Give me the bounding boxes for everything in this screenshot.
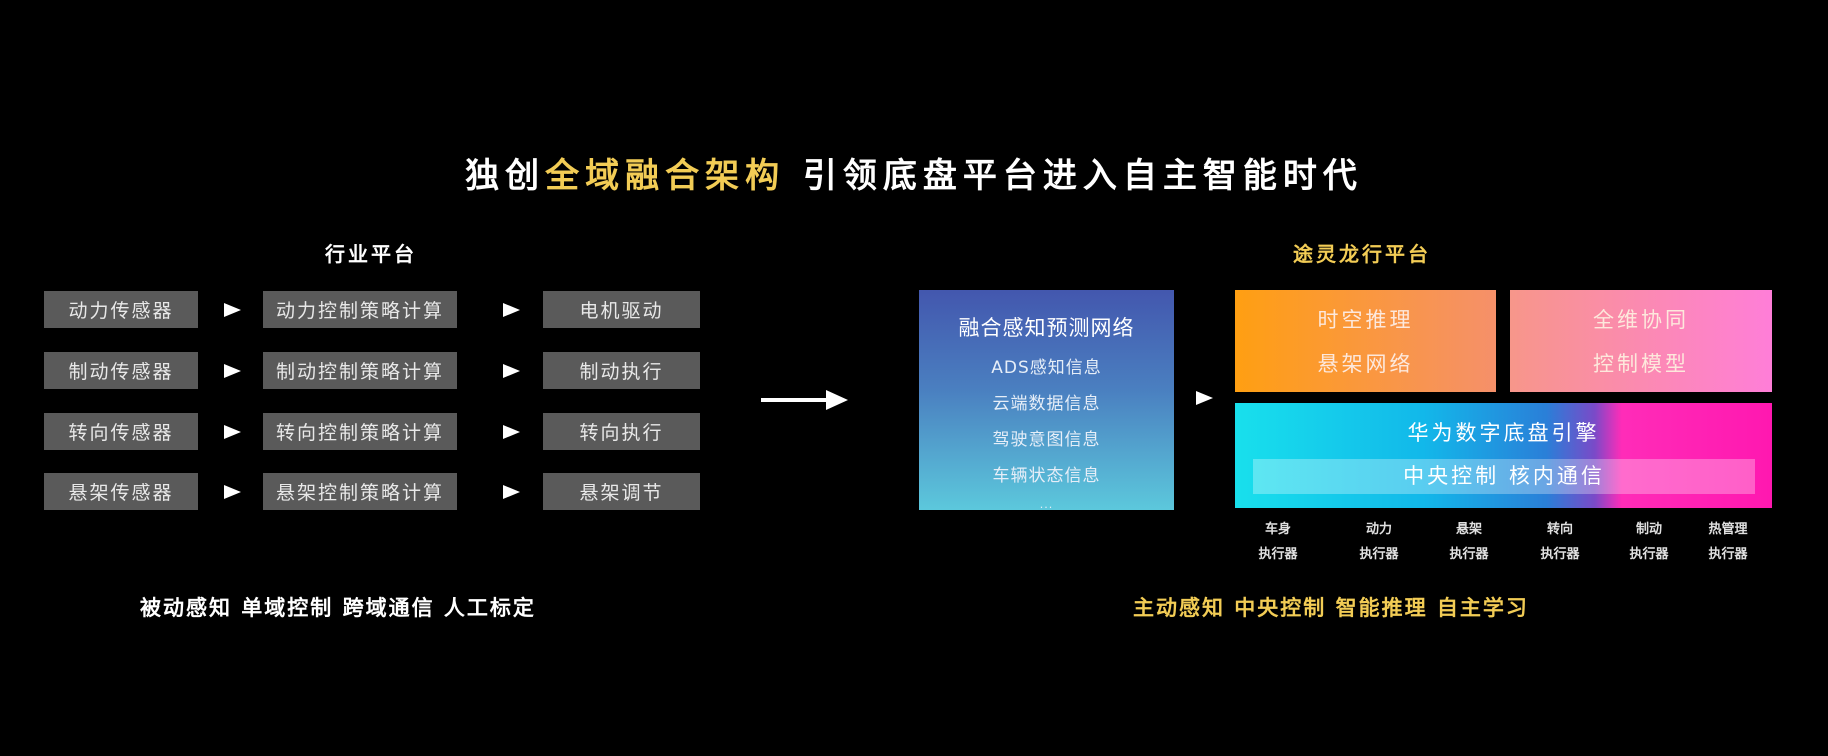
actuator-label-line: 悬架 <box>1455 522 1482 537</box>
perception-line: 车辆状态信息 <box>992 466 1101 486</box>
perception-title: 融合感知预测网络 <box>958 316 1135 340</box>
transition-arrow-head-icon <box>826 390 848 410</box>
industry-footer: 被动感知 单域控制 跨域通信 人工标定 <box>140 596 536 620</box>
actuator-label: 车身执行器 <box>1238 517 1318 567</box>
strategy-box: 制动控制策略计算 <box>263 352 457 389</box>
perception-network-box: 融合感知预测网络 ADS感知信息 云端数据信息 驾驶意图信息 车辆状态信息 ..… <box>919 290 1174 511</box>
arrow-right-icon <box>503 425 520 439</box>
perception-ellipsis: ... <box>1039 498 1054 511</box>
title-prefix: 独创 <box>465 156 546 196</box>
title-suffix: 引领底盘平台进入自主智能时代 <box>785 156 1363 196</box>
actuator-label-line: 执行器 <box>1540 547 1580 562</box>
actuator-label-line: 车身 <box>1264 522 1291 537</box>
actuator-box: 转向执行 <box>543 413 700 450</box>
actuator-label-line: 热管理 <box>1708 522 1748 537</box>
actuator-label: 制动执行器 <box>1609 517 1689 567</box>
actuator-label-line: 执行器 <box>1708 547 1748 562</box>
engine-title: 华为数字底盘引擎 <box>1407 421 1600 445</box>
tuling-footer: 主动感知 中央控制 智能推理 自主学习 <box>1133 596 1529 620</box>
sensor-box: 转向传感器 <box>44 413 198 450</box>
arrow-right-icon <box>224 485 241 499</box>
digital-chassis-engine: 华为数字底盘引擎 中央控制 核内通信 <box>1235 403 1772 508</box>
card-line: 控制模型 <box>1593 352 1689 376</box>
sensor-box: 悬架传感器 <box>44 473 198 510</box>
engine-strip: 中央控制 核内通信 <box>1253 459 1755 494</box>
actuator-box: 制动执行 <box>543 352 700 389</box>
actuator-box: 悬架调节 <box>543 473 700 510</box>
strategy-box: 动力控制策略计算 <box>263 291 457 328</box>
card-line: 悬架网络 <box>1317 352 1414 376</box>
spatiotemporal-card: 时空推理 悬架网络 <box>1235 290 1496 392</box>
industry-platform-heading: 行业平台 <box>325 242 417 266</box>
perception-line: ADS感知信息 <box>991 358 1102 378</box>
perception-line: 驾驶意图信息 <box>992 430 1101 450</box>
coordination-card: 全维协同 控制模型 <box>1510 290 1772 392</box>
perception-line: 云端数据信息 <box>992 394 1101 414</box>
actuator-label: 悬架执行器 <box>1429 517 1509 567</box>
actuator-label-line: 执行器 <box>1359 547 1399 562</box>
title-highlight: 全域融合架构 <box>545 156 786 196</box>
page-title: 独创全域融合架构 引领底盘平台进入自主智能时代 <box>0 148 1828 197</box>
card-line: 时空推理 <box>1317 308 1414 332</box>
arrow-right-icon <box>1196 391 1213 405</box>
tuling-platform-heading: 途灵龙行平台 <box>1293 242 1431 266</box>
strategy-box: 转向控制策略计算 <box>263 413 457 450</box>
strategy-box: 悬架控制策略计算 <box>263 473 457 510</box>
arrow-right-icon <box>503 303 520 317</box>
actuator-label-line: 动力 <box>1365 522 1392 537</box>
actuator-box: 电机驱动 <box>543 291 700 328</box>
arrow-right-icon <box>224 364 241 378</box>
actuator-label: 动力执行器 <box>1339 517 1419 567</box>
actuator-label-line: 制动 <box>1635 522 1662 537</box>
transition-arrow-icon <box>761 398 831 402</box>
actuator-label-line: 执行器 <box>1449 547 1489 562</box>
arrow-right-icon <box>503 485 520 499</box>
sensor-box: 动力传感器 <box>44 291 198 328</box>
card-line: 全维协同 <box>1593 308 1689 332</box>
actuator-label-line: 执行器 <box>1258 547 1298 562</box>
actuator-label: 转向执行器 <box>1520 517 1600 567</box>
actuator-label: 热管理执行器 <box>1688 517 1768 567</box>
sensor-box: 制动传感器 <box>44 352 198 389</box>
arrow-right-icon <box>224 425 241 439</box>
actuator-label-line: 转向 <box>1546 522 1573 537</box>
actuator-label-line: 执行器 <box>1629 547 1669 562</box>
arrow-right-icon <box>224 303 241 317</box>
arrow-right-icon <box>503 364 520 378</box>
